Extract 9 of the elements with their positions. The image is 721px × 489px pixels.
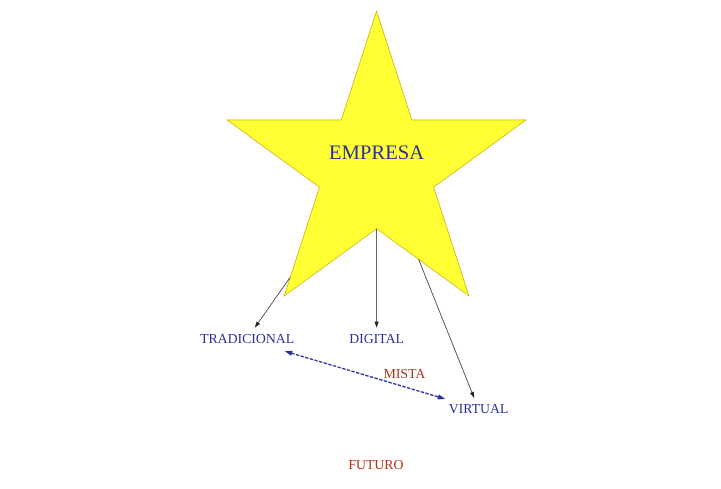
arrow: [374, 228, 379, 328]
arrow: [254, 277, 290, 328]
label: FUTURO: [348, 456, 404, 472]
node-text: VIRTUAL: [448, 401, 508, 416]
edge-label: MISTA: [384, 366, 426, 381]
node-text: TRADICIONAL: [200, 330, 294, 346]
node-text: DIGITAL: [349, 330, 404, 346]
arrow: [418, 258, 474, 398]
arrow: [284, 350, 446, 400]
